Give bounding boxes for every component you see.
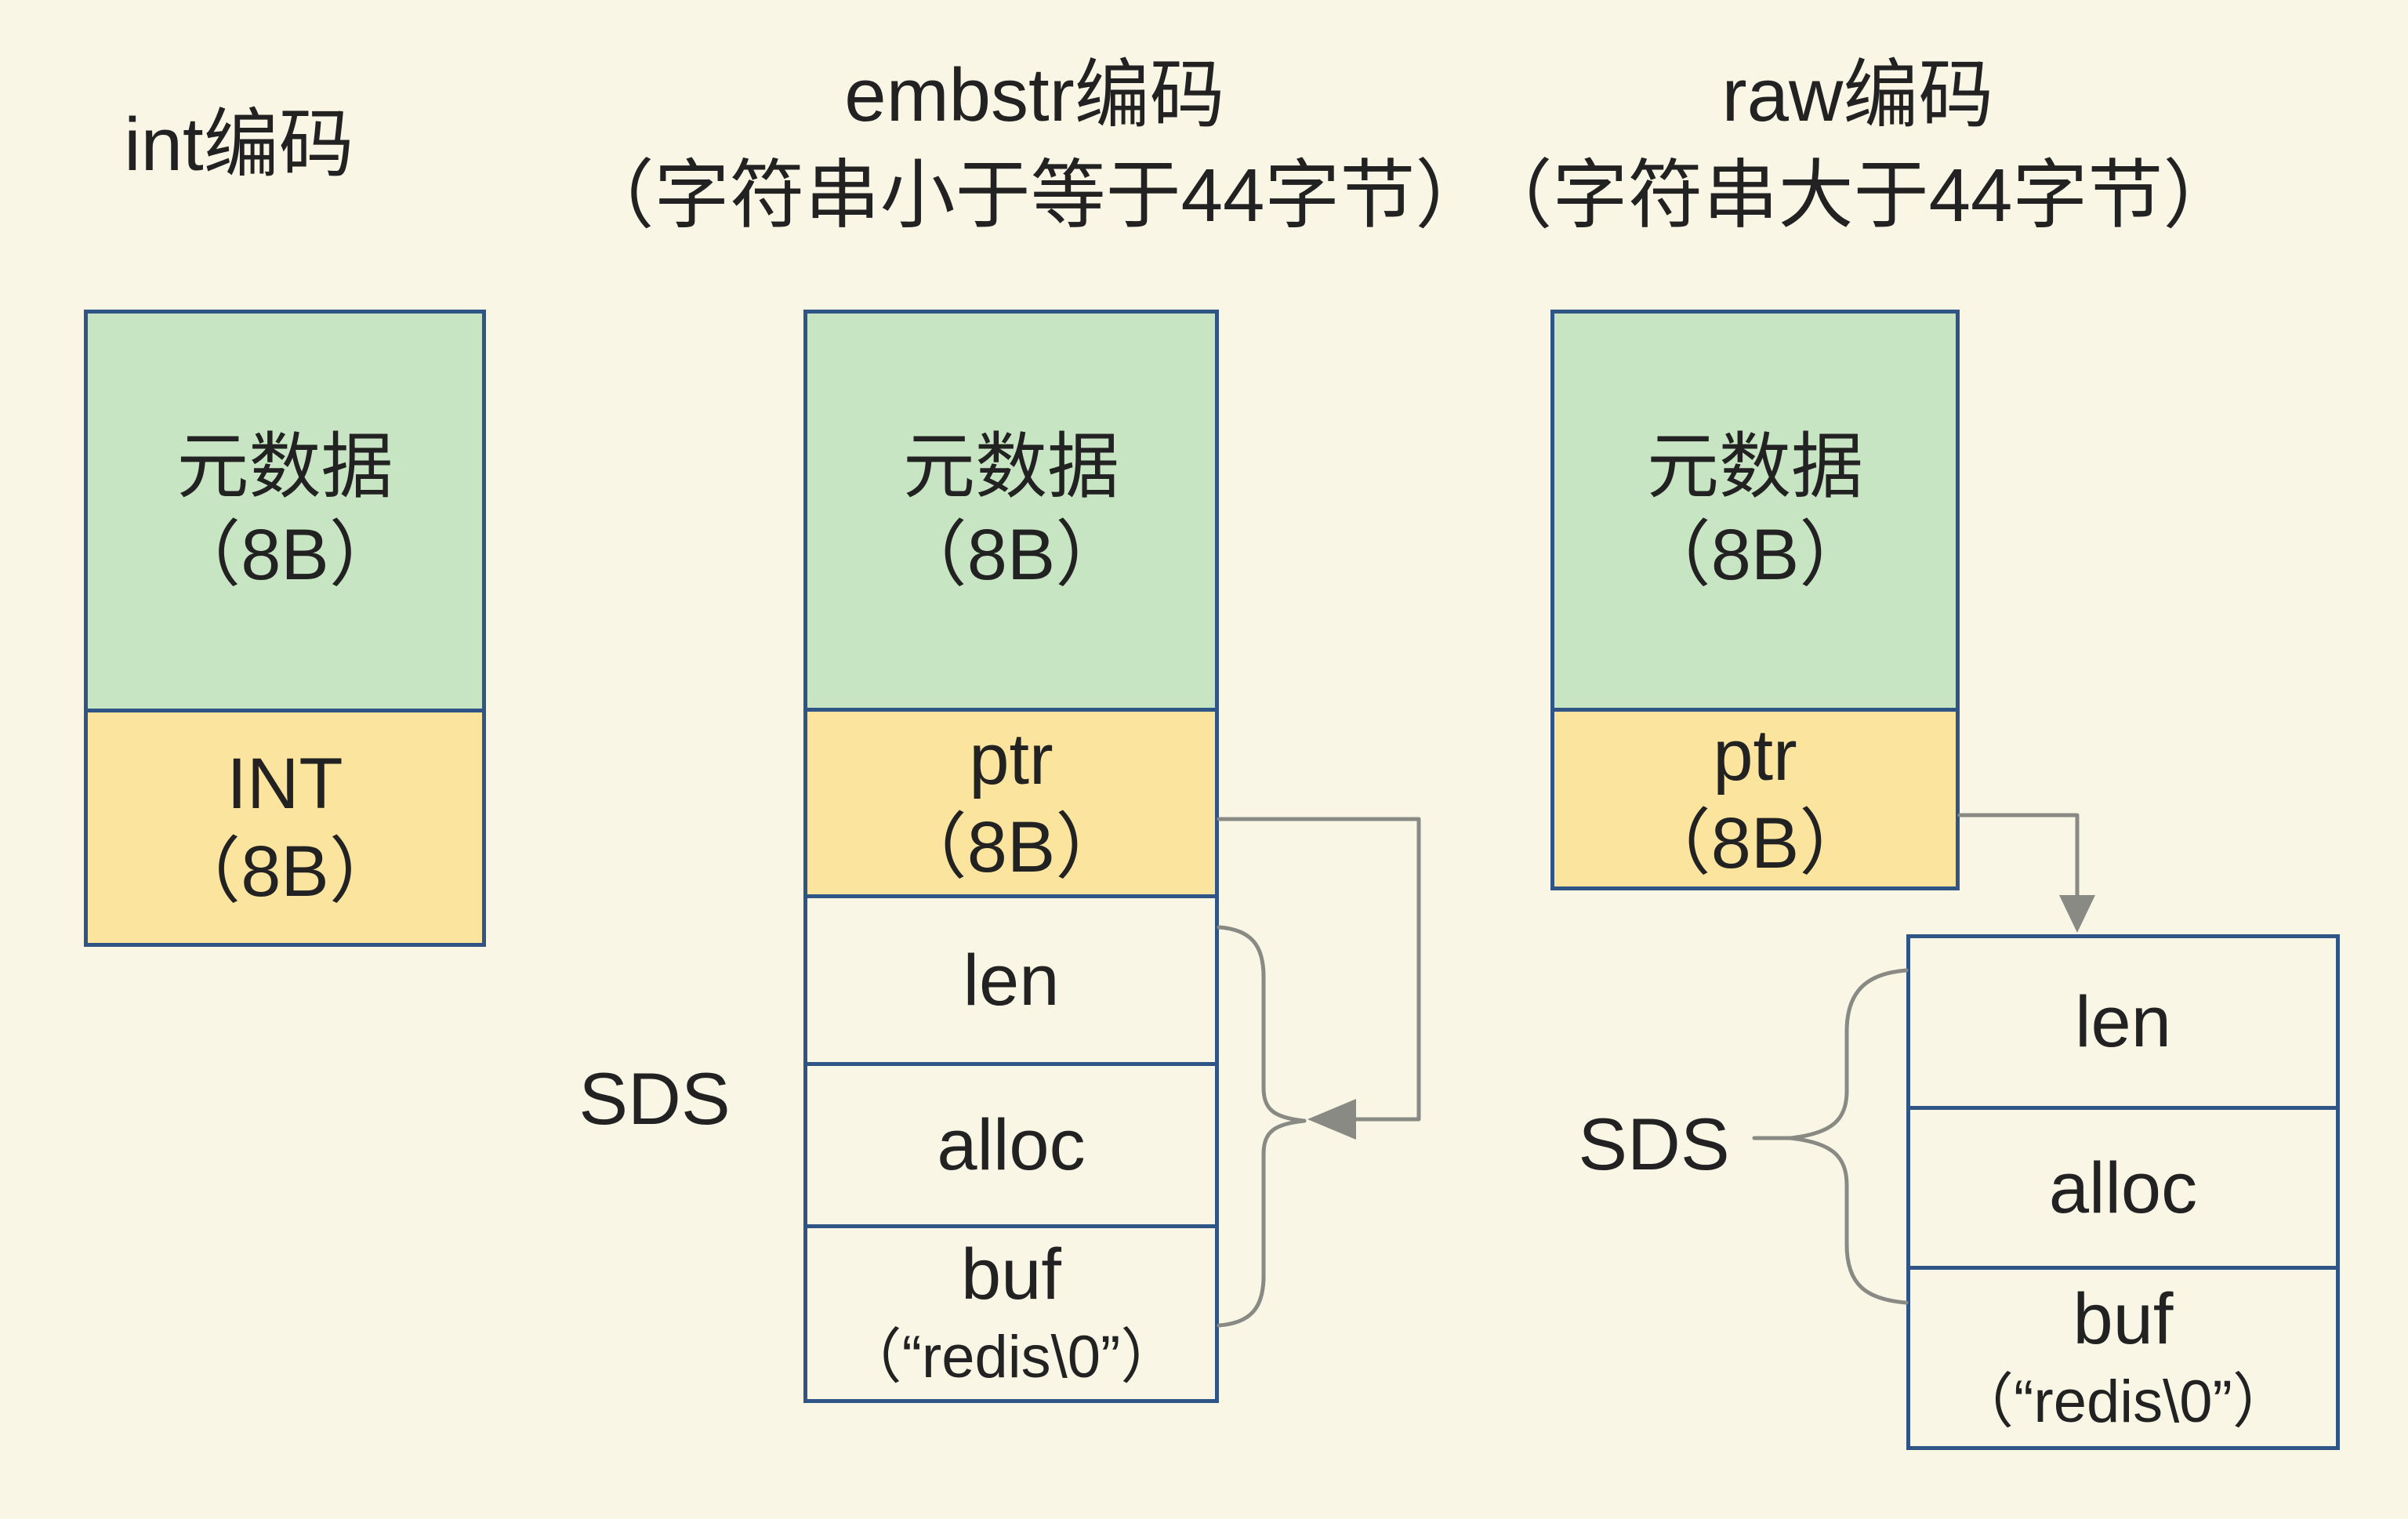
int-metadata-cell: 元数据 （8B） (88, 314, 482, 709)
arrowhead-down-icon (2059, 895, 2095, 933)
metadata-label: 元数据 (176, 427, 393, 507)
ptr-size: （8B） (1638, 803, 1872, 883)
raw-title-line2: （字符串大于44字节） (1477, 154, 2239, 237)
arrowhead-left-icon (1307, 1099, 1356, 1140)
raw-sds-brace (1788, 968, 1909, 1305)
embstr-sds-brace (1217, 925, 1307, 1328)
metadata-label: 元数据 (1646, 426, 1863, 507)
buf-label: buf (2073, 1278, 2174, 1359)
embstr-metadata-cell: 元数据 （8B） (807, 314, 1215, 708)
raw-len-cell: len (1910, 938, 2336, 1106)
raw-title-line1: raw编码 (1721, 53, 1994, 137)
embstr-object-box: 元数据 （8B） ptr （8B） len alloc buf （“redis\… (803, 310, 1219, 1403)
embstr-ptr-cell: ptr （8B） (807, 708, 1215, 894)
ptr-label: ptr (969, 719, 1054, 799)
embstr-ptr-arrow (1217, 817, 1421, 1122)
int-encoding-title: int编码 (124, 103, 354, 187)
embstr-title-line1: embstr编码 (844, 53, 1225, 137)
sds-label-raw: SDS (1578, 1103, 1730, 1185)
metadata-size: （8B） (169, 515, 401, 595)
raw-sds-box: len alloc buf （“redis\0”） (1906, 934, 2340, 1450)
metadata-size: （8B） (894, 514, 1128, 595)
raw-alloc-cell: alloc (1910, 1106, 2336, 1266)
sds-label-embstr: SDS (578, 1057, 731, 1140)
len-label: len (2075, 982, 2171, 1062)
int-label: INT (227, 744, 343, 824)
len-label: len (963, 940, 1060, 1021)
raw-encoding-title: raw编码 （字符串大于44字节） (1470, 45, 2246, 246)
ptr-label: ptr (1713, 715, 1797, 796)
ptr-size: （8B） (894, 807, 1128, 887)
metadata-size: （8B） (1638, 514, 1872, 595)
alloc-label: alloc (2048, 1147, 2198, 1228)
buf-content: （“redis\0”） (842, 1324, 1180, 1390)
raw-object-box: 元数据 （8B） ptr （8B） (1550, 310, 1960, 890)
buf-content: （“redis\0”） (1954, 1368, 2292, 1435)
raw-metadata-cell: 元数据 （8B） (1554, 314, 1956, 708)
int-object-box: 元数据 （8B） INT （8B） (84, 310, 486, 947)
raw-buf-cell: buf （“redis\0”） (1910, 1266, 2336, 1446)
buf-label: buf (961, 1234, 1061, 1314)
embstr-title-line2: （字符串小于等于44字节） (578, 154, 1491, 237)
embstr-alloc-cell: alloc (807, 1062, 1215, 1224)
metadata-label: 元数据 (902, 426, 1119, 507)
int-size: （8B） (169, 832, 401, 912)
int-value-cell: INT （8B） (88, 709, 482, 943)
raw-ptr-cell: ptr （8B） (1554, 708, 1956, 886)
alloc-label: alloc (937, 1105, 1086, 1185)
raw-ptr-arrow (1957, 813, 2080, 901)
embstr-encoding-title: embstr编码 （字符串小于等于44字节） (502, 45, 1568, 246)
embstr-len-cell: len (807, 894, 1215, 1062)
embstr-buf-cell: buf （“redis\0”） (807, 1224, 1215, 1399)
